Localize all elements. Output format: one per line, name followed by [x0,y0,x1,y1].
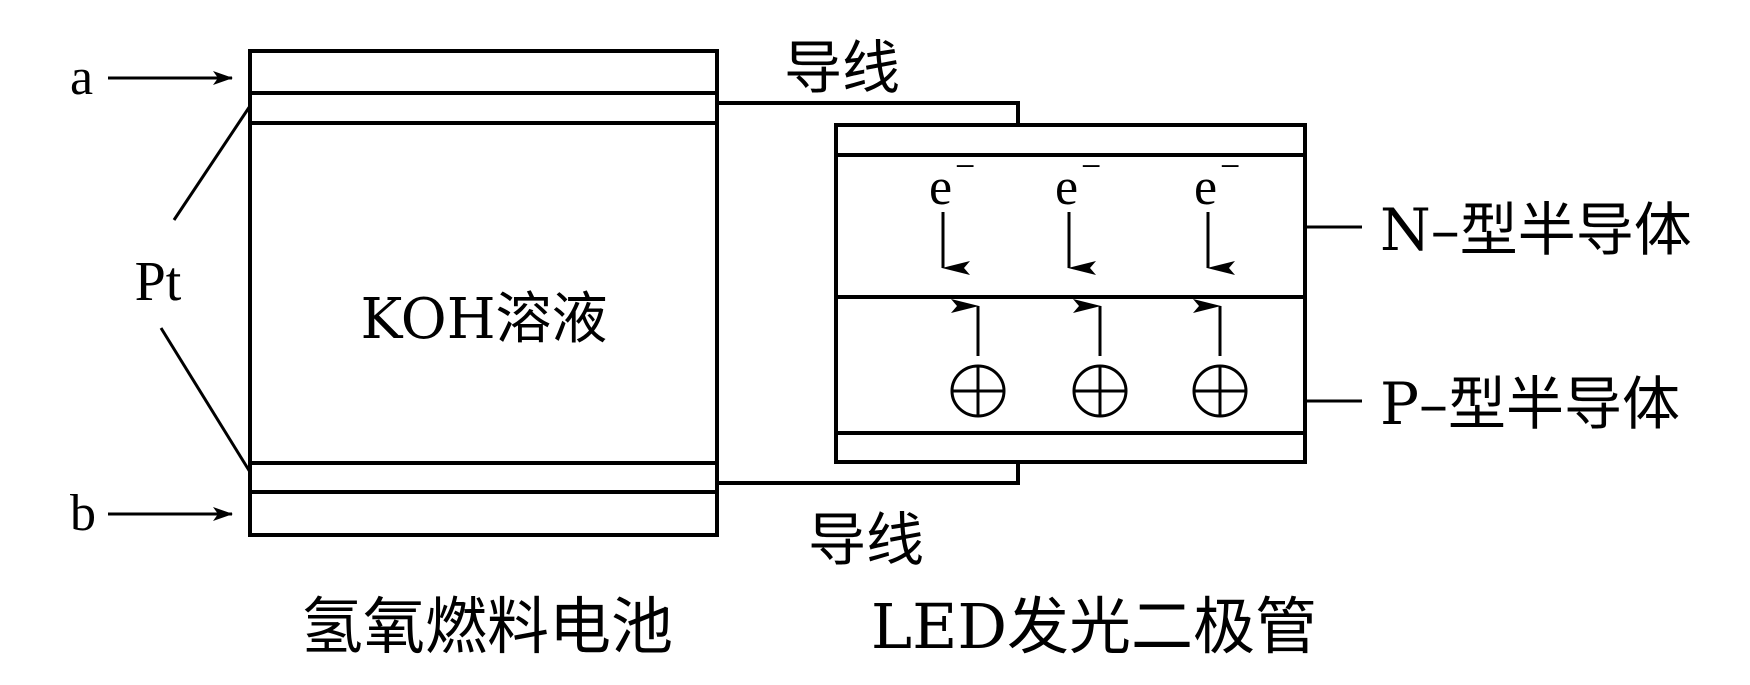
electrolyte-label: KOH溶液 [360,287,607,352]
hole-icon [1192,364,1248,418]
electron-label: e [1055,159,1078,216]
electron-label: e [1194,159,1217,216]
led-outline [834,123,1307,464]
electron-charge: − [955,146,975,186]
electron-charge: − [1081,146,1101,186]
electrode-label: Pt [135,251,182,313]
fuel-cell-outline [248,49,719,537]
led-caption: LED发光二极管 [871,590,1317,663]
inlet-b-label: b [70,485,96,542]
inlet-a-label: a [70,49,93,106]
fuel-cell: KOH溶液 [248,49,719,537]
electron-label: e [929,159,952,216]
n-type-label: N–型半导体 [1380,196,1692,264]
p-type-label: P–型半导体 [1380,370,1680,438]
pt-pointer-top [172,105,252,221]
pt-pointer-bottom [159,327,252,473]
fuel-cell-caption: 氢氧燃料电池 [301,590,673,663]
hole-icon [1072,364,1128,418]
wire-top-label: 导线 [784,34,900,102]
electron-charge: − [1220,146,1240,186]
wire-bottom [717,462,1020,485]
led: e−e−e− [834,123,1307,464]
hole-icon [950,364,1006,418]
wire-top [717,101,1020,125]
wire-bottom-label: 导线 [808,506,924,574]
